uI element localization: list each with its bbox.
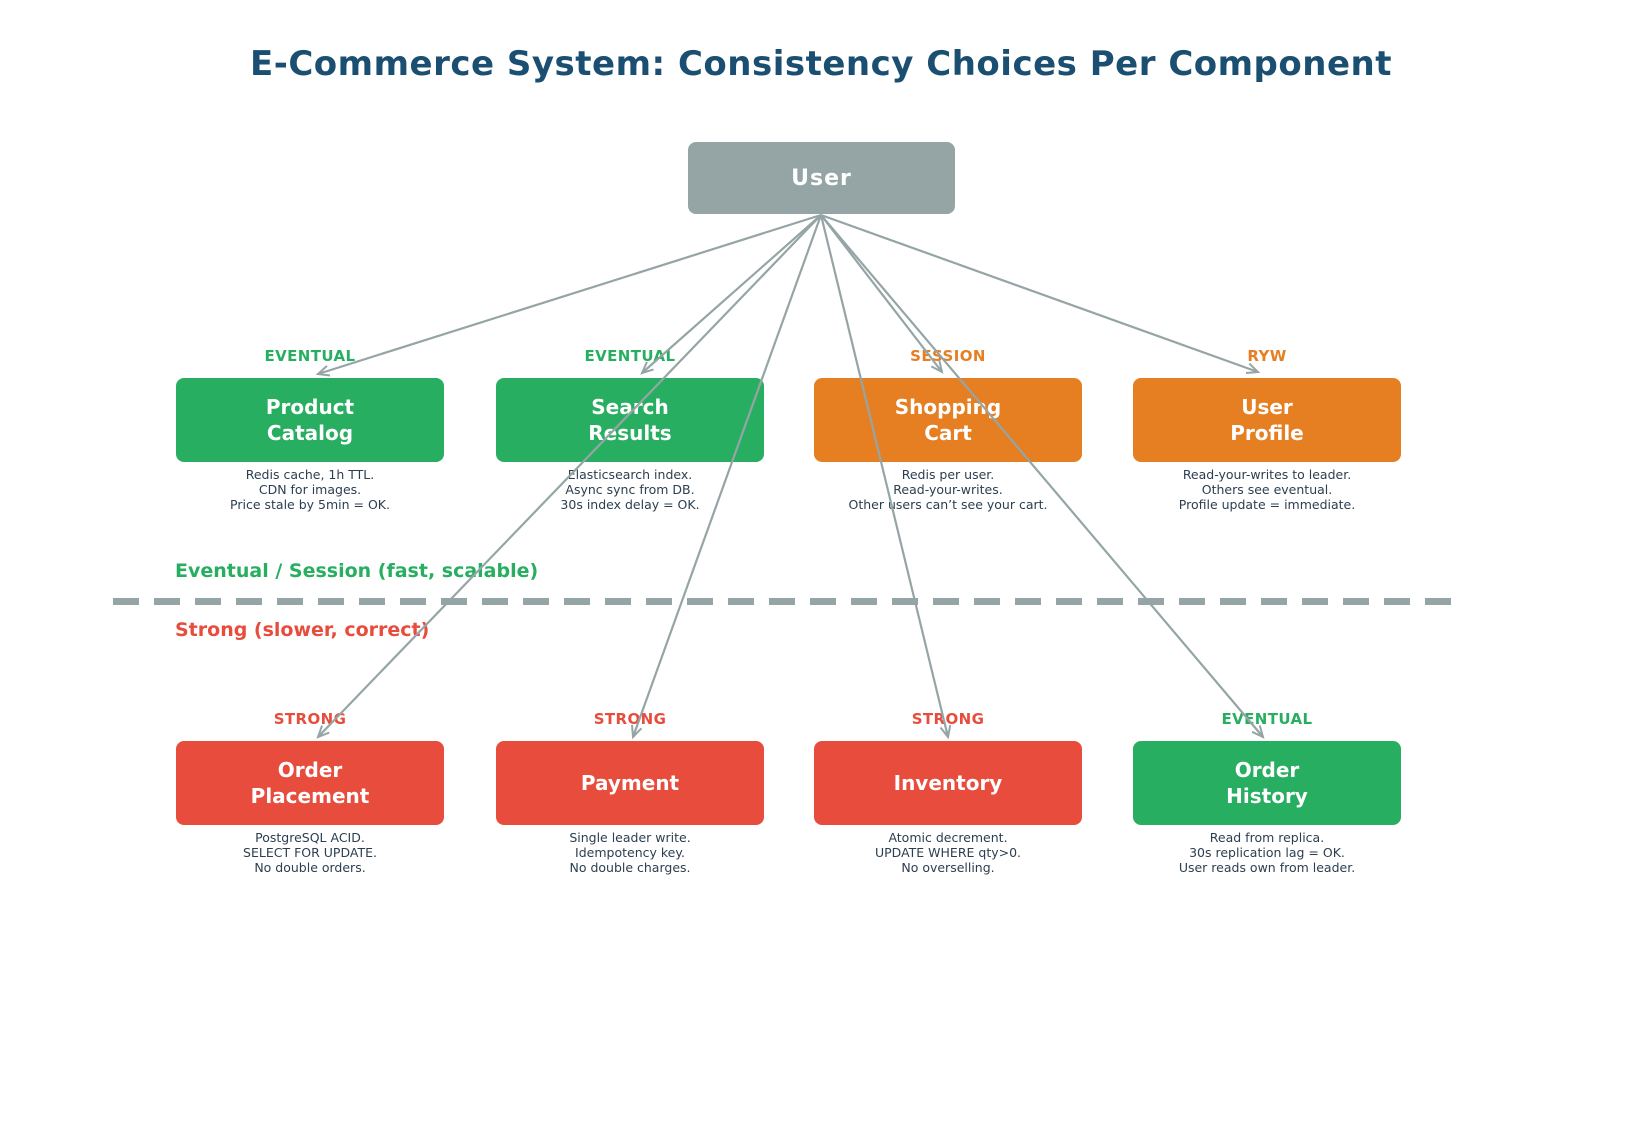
- zone-divider-dashed-line: [113, 598, 1458, 605]
- consistency-tag: STRONG: [273, 710, 347, 728]
- component-search-results: EVENTUAL Search Results Elasticsearch in…: [496, 346, 764, 512]
- component-box: Search Results: [496, 378, 764, 462]
- zone-label-strong: Strong (slower, correct): [175, 619, 430, 641]
- component-box: Shopping Cart: [814, 378, 1082, 462]
- component-product-catalog: EVENTUAL Product Catalog Redis cache, 1h…: [176, 346, 444, 512]
- diagram-title: E-Commerce System: Consistency Choices P…: [250, 44, 1392, 84]
- consistency-tag: STRONG: [593, 710, 667, 728]
- user-node: User: [688, 142, 955, 214]
- component-box: Inventory: [814, 741, 1082, 825]
- component-box: Payment: [496, 741, 764, 825]
- component-caption: Read from replica. 30s replication lag =…: [1178, 830, 1356, 875]
- consistency-tag: EVENTUAL: [584, 347, 676, 365]
- consistency-tag: EVENTUAL: [264, 347, 356, 365]
- component-caption: Elasticsearch index. Async sync from DB.…: [560, 467, 700, 512]
- user-node-label: User: [791, 165, 852, 191]
- component-caption: Redis per user. Read-your-writes. Other …: [848, 467, 1048, 512]
- component-order-placement: STRONG Order Placement PostgreSQL ACID. …: [176, 709, 444, 875]
- component-box: Order Placement: [176, 741, 444, 825]
- component-box: User Profile: [1133, 378, 1401, 462]
- component-inventory: STRONG Inventory Atomic decrement. UPDAT…: [814, 709, 1082, 875]
- component-shopping-cart: SESSION Shopping Cart Redis per user. Re…: [814, 346, 1082, 512]
- component-caption: Redis cache, 1h TTL. CDN for images. Pri…: [230, 467, 390, 512]
- consistency-tag: EVENTUAL: [1221, 710, 1313, 728]
- component-caption: Read-your-writes to leader. Others see e…: [1178, 467, 1356, 512]
- component-box: Product Catalog: [176, 378, 444, 462]
- component-order-history: EVENTUAL Order History Read from replica…: [1133, 709, 1401, 875]
- component-payment: STRONG Payment Single leader write. Idem…: [496, 709, 764, 875]
- component-caption: PostgreSQL ACID. SELECT FOR UPDATE. No d…: [243, 830, 377, 875]
- component-caption: Single leader write. Idempotency key. No…: [569, 830, 691, 875]
- component-caption: Atomic decrement. UPDATE WHERE qty>0. No…: [874, 830, 1022, 875]
- component-box: Order History: [1133, 741, 1401, 825]
- consistency-tag: SESSION: [910, 347, 986, 365]
- consistency-tag: RYW: [1247, 347, 1287, 365]
- consistency-tag: STRONG: [911, 710, 985, 728]
- component-user-profile: RYW User Profile Read-your-writes to lea…: [1133, 346, 1401, 512]
- zone-label-eventual-session: Eventual / Session (fast, scalable): [175, 560, 539, 582]
